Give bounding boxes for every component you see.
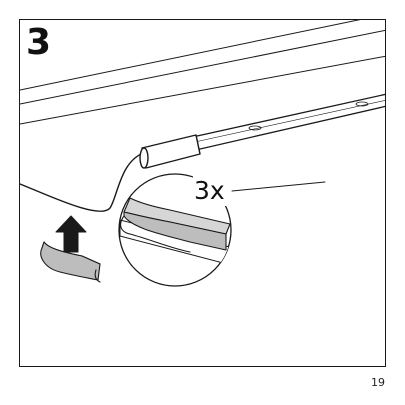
led-dot: [248, 125, 262, 131]
instruction-panel: 3 3x: [19, 19, 386, 367]
cable-clip-icon: [40, 241, 101, 283]
step-number: 3: [26, 22, 52, 63]
up-arrow-icon: [55, 215, 87, 253]
strip-end-cap: [139, 134, 201, 169]
page-number: 19: [371, 376, 385, 389]
quantity-label: 3x: [193, 176, 226, 206]
leader-line: [231, 181, 326, 192]
cabinet-edges: [20, 20, 385, 125]
led-dot: [355, 101, 369, 107]
assembly-illustration: [20, 20, 385, 287]
detail-magnifier: [118, 173, 232, 287]
power-cable: [20, 151, 147, 212]
led-strip: [169, 93, 385, 156]
